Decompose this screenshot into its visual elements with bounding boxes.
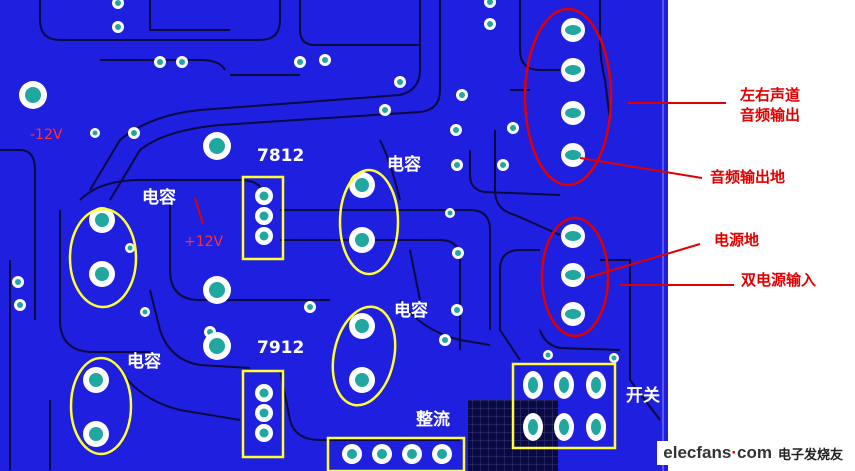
label-cap-left-top: 电容 (142, 188, 176, 208)
yellow-highlights (68, 168, 617, 471)
callout-dual-power-in: 双电源输入 (741, 271, 817, 289)
reg-7912-outline (241, 369, 285, 459)
switch-outline (511, 362, 617, 450)
callout-lr-channel-line1: 左右声道 (740, 86, 801, 104)
label-7912: 7912 (257, 338, 305, 358)
watermark-cn: 电子发烧友 (777, 447, 843, 463)
power-in-outline (540, 216, 610, 338)
label-cap-mid-bottom: 电容 (394, 301, 428, 321)
cap-left-top-outline (68, 207, 138, 309)
label-plus-12v: +12V (184, 234, 224, 250)
label-rectifier: 整流 (416, 410, 450, 430)
watermark: elecfans·com 电子发烧友 (657, 441, 849, 465)
callout-audio-gnd: 音频输出地 (710, 168, 786, 186)
pcb-vias (12, 0, 619, 363)
callout-lines (579, 102, 734, 286)
red-highlights (194, 7, 613, 338)
cap-mid-bottom-outline (331, 305, 397, 407)
rectifier-outline (326, 436, 466, 471)
cap-left-bottom-outline (69, 356, 133, 456)
watermark-logo: elecfans·com (663, 443, 772, 462)
pcb-traces (0, 0, 661, 470)
audio-out-outline (523, 7, 613, 187)
label-minus-12v: -12V (30, 127, 63, 143)
pcb-large-pads (19, 81, 231, 360)
component-pads (83, 18, 606, 464)
label-switch: 开关 (626, 386, 660, 406)
callout-power-gnd: 电源地 (714, 231, 760, 249)
reg-7812-outline (241, 175, 285, 261)
label-cap-mid-top: 电容 (387, 155, 421, 175)
cap-mid-top-outline (338, 168, 400, 276)
label-7812: 7812 (257, 146, 305, 166)
callout-lr-channel-line2: 音频输出 (740, 106, 801, 124)
label-cap-left-bottom: 电容 (127, 352, 161, 372)
